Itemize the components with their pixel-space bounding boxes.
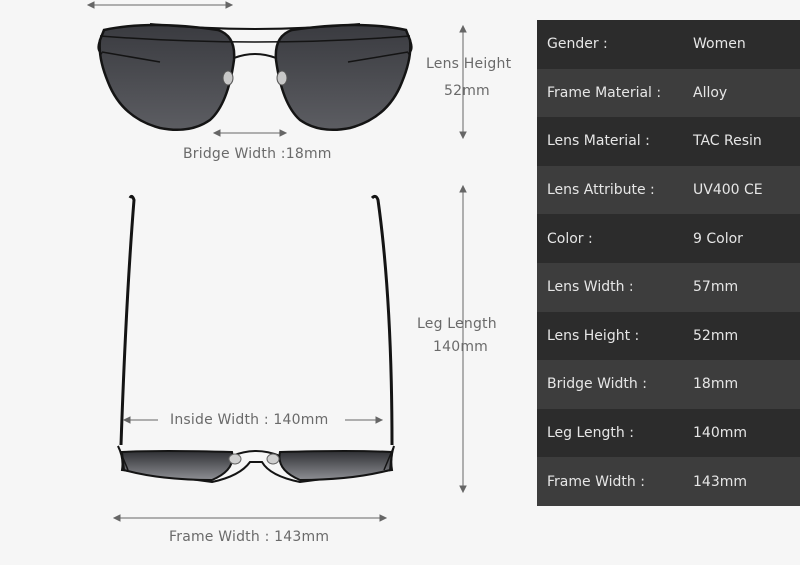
spec-row: Frame Width : 143mm	[537, 457, 800, 506]
spec-value: Alloy	[693, 84, 728, 101]
spec-row: Gender : Women	[537, 20, 800, 69]
bridge-width-arrow	[212, 129, 288, 137]
spec-key: Bridge Width :	[547, 376, 647, 393]
spec-key: Lens Height :	[547, 327, 640, 344]
spec-key: Leg Length :	[547, 425, 634, 442]
spec-value: 52mm	[693, 327, 739, 344]
frame-width-label: Frame Width : 143mm	[169, 529, 330, 545]
lens-height-title: Lens Height	[426, 56, 512, 72]
sunglasses-front-view	[86, 1, 467, 522]
inside-width-arrow	[122, 416, 384, 424]
spec-key: Lens Width :	[547, 279, 634, 296]
bridge-bottom	[233, 53, 277, 59]
spec-key: Frame Material :	[547, 84, 662, 101]
spec-row: Frame Material : Alloy	[537, 68, 800, 118]
left-temple	[119, 194, 136, 446]
spec-row: Lens Width : 57mm	[537, 263, 800, 312]
leg-length-arrow	[459, 184, 467, 494]
lens-height-value: 52mm	[444, 83, 490, 99]
leg-length-title: Leg Length	[417, 316, 497, 332]
top-width-arrow	[86, 1, 234, 9]
frame-width-arrow	[112, 514, 388, 522]
inside-width-label: Inside Width : 140mm	[170, 412, 329, 428]
spec-row: Leg Length : 140mm	[537, 408, 800, 458]
spec-key: Gender :	[547, 36, 608, 53]
spec-key: Lens Attribute :	[547, 182, 655, 199]
sunglasses-top-view	[117, 194, 395, 484]
spec-value: 18mm	[693, 376, 739, 393]
spec-key: Frame Width :	[547, 473, 645, 490]
spec-row: Bridge Width : 18mm	[537, 360, 800, 409]
spec-row: Lens Height : 52mm	[537, 311, 800, 361]
spec-value: 9 Color	[693, 230, 743, 247]
spec-value: 57mm	[693, 279, 739, 296]
bridge-width-label: Bridge Width :18mm	[183, 146, 332, 162]
spec-row: Lens Material : TAC Resin	[537, 117, 800, 166]
lens-height-arrow	[459, 24, 467, 140]
spec-row: Lens Attribute : UV400 CE	[537, 165, 800, 215]
spec-value: UV400 CE	[693, 182, 763, 199]
leg-length-value: 140mm	[433, 339, 488, 355]
spec-value: TAC Resin	[693, 133, 762, 150]
spec-row: Color : 9 Color	[537, 214, 800, 263]
bridge-top	[149, 23, 361, 30]
spec-value: 140mm	[693, 425, 747, 442]
spec-value: 143mm	[693, 473, 747, 490]
spec-value: Women	[693, 36, 746, 53]
right-temple	[370, 194, 394, 446]
spec-key: Color :	[547, 230, 593, 247]
spec-key: Lens Material :	[547, 133, 650, 150]
